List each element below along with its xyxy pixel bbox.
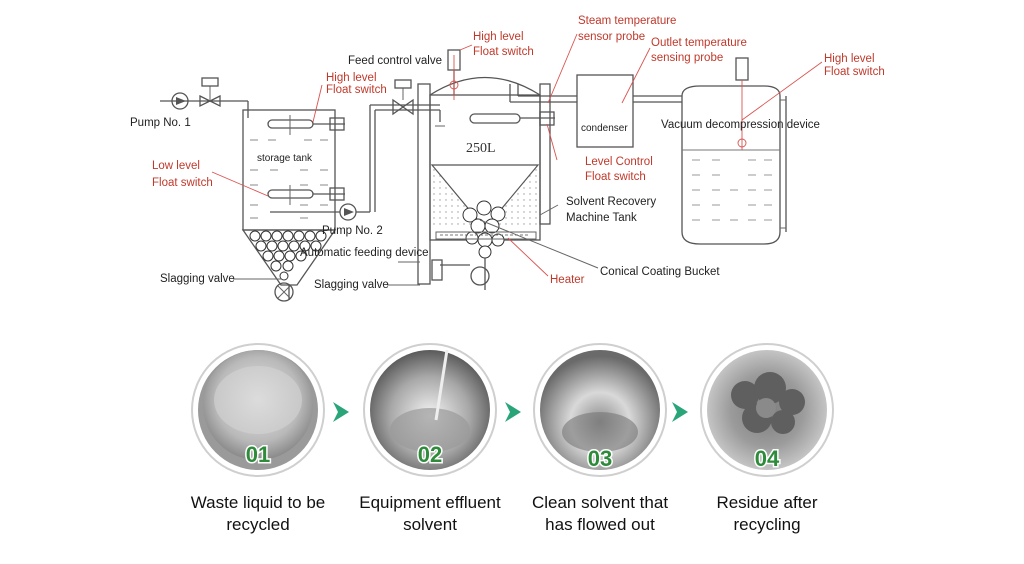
step-caption-4: Residue after recycling bbox=[716, 493, 818, 534]
storage-tank bbox=[241, 109, 345, 302]
high-float-2-label-b: Float switch bbox=[473, 46, 534, 58]
step-photo-1 bbox=[191, 343, 325, 477]
capacity-label: 250L bbox=[466, 141, 496, 156]
slagging-valve-1-label: Slagging valve bbox=[160, 273, 235, 285]
callout-lines bbox=[211, 33, 823, 286]
step-photo-3 bbox=[533, 343, 667, 477]
vapor-pipe bbox=[509, 84, 577, 103]
storage-tank-label: storage tank bbox=[257, 153, 313, 164]
recovery-tank-label-a: Solvent Recovery bbox=[566, 196, 656, 208]
condenser bbox=[576, 74, 634, 148]
step-arrow-2 bbox=[505, 402, 521, 422]
step-number-2: 02 bbox=[418, 442, 442, 467]
step-arrow-3 bbox=[672, 402, 688, 422]
steam-probe-label-b: sensor probe bbox=[578, 31, 645, 43]
high-float-2-label-a: High level bbox=[473, 31, 524, 43]
vacuum-decompression-device bbox=[681, 57, 787, 245]
conical-bucket-label: Conical Coating Bucket bbox=[600, 266, 720, 278]
vacuum-device-label: Vacuum decompression device bbox=[661, 119, 820, 131]
step-photo-4 bbox=[700, 343, 834, 477]
outlet-probe-label-b: sensing probe bbox=[651, 52, 723, 64]
step-number-1: 01 bbox=[246, 442, 270, 467]
step-caption-2: Equipment effluent solvent bbox=[359, 493, 501, 534]
low-float-label-a: Low level bbox=[152, 160, 200, 172]
level-control-label-a: Level Control bbox=[585, 156, 653, 168]
pump-2-label: Pump No. 2 bbox=[322, 225, 383, 237]
step-caption-3: Clean solvent that has flowed out bbox=[531, 493, 669, 534]
heater-label: Heater bbox=[550, 274, 585, 286]
low-float-label-b: Float switch bbox=[152, 177, 213, 189]
condenser-label: condenser bbox=[581, 123, 628, 134]
outlet-probe-label-a: Outlet temperature bbox=[651, 37, 747, 49]
step-caption-1: Waste liquid to be recycled bbox=[190, 493, 326, 534]
high-float-3-label-b: Float switch bbox=[824, 66, 885, 78]
slagging-valve-2-label: Slagging valve bbox=[314, 279, 389, 291]
level-control-label-b: Float switch bbox=[585, 171, 646, 183]
high-float-3-label-a: High level bbox=[824, 53, 875, 65]
step-photo-2 bbox=[363, 343, 497, 477]
step-number-3: 03 bbox=[588, 446, 612, 471]
pump-1 bbox=[160, 77, 249, 118]
steam-probe-label-a: Steam temperature bbox=[578, 15, 676, 27]
solvent-recovery-tank bbox=[417, 49, 555, 290]
feed-control-valve-label: Feed control valve bbox=[348, 55, 442, 67]
high-float-1-label-b: Float switch bbox=[326, 84, 387, 96]
auto-feed-label: Automatic feeding device bbox=[300, 247, 429, 259]
recovery-tank-label-b: Machine Tank bbox=[566, 212, 637, 224]
pump-1-label: Pump No. 1 bbox=[130, 117, 191, 129]
high-float-1-label-a: High level bbox=[326, 72, 377, 84]
step-arrow-1 bbox=[333, 402, 349, 422]
pump-2 bbox=[270, 79, 440, 221]
step-number-4: 04 bbox=[755, 446, 780, 471]
outlet-pipe bbox=[633, 95, 682, 103]
